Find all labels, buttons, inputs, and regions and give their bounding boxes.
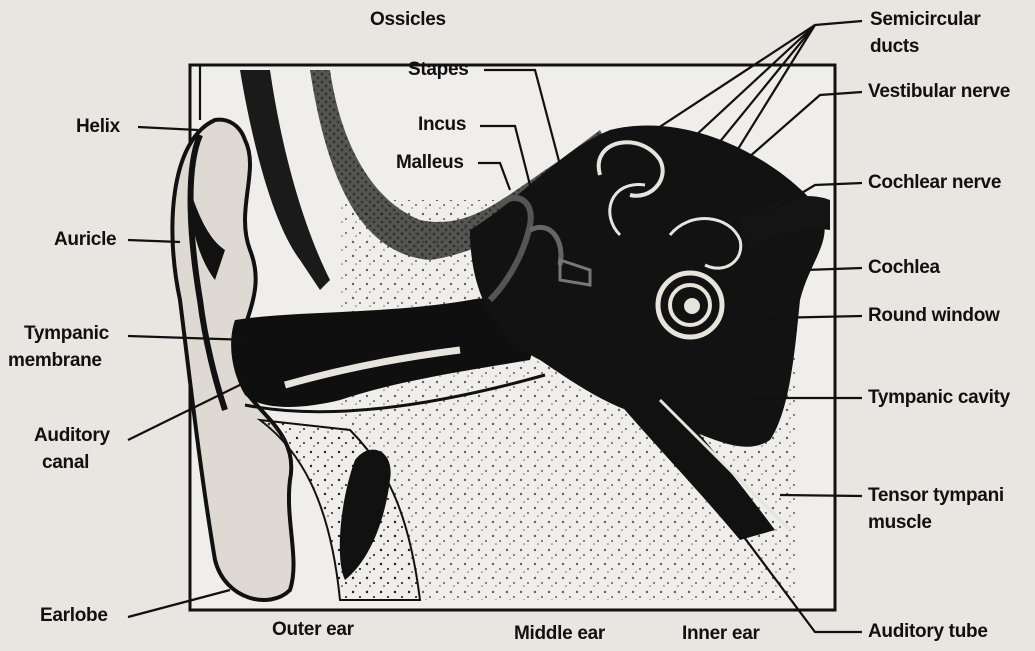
label-tensor-tympani-line1: Tensor tympani: [868, 484, 1004, 508]
label-vestibular-nerve: Vestibular nerve: [868, 80, 1010, 104]
label-semicircular-ducts-line1: Semicircular: [870, 8, 980, 32]
label-auditory-tube: Auditory tube: [868, 620, 988, 644]
label-round-window: Round window: [868, 304, 999, 328]
label-tympanic-membrane-line2: membrane: [8, 349, 102, 373]
label-tensor-tympani-line2: muscle: [868, 511, 932, 535]
label-auditory-canal-line1: Auditory: [34, 424, 110, 448]
label-outer-ear: Outer ear: [272, 618, 354, 642]
label-stapes: Stapes: [408, 58, 469, 82]
cochlea-inner: [684, 298, 700, 314]
label-middle-ear: Middle ear: [514, 622, 605, 646]
label-semicircular-ducts-line2: ducts: [870, 35, 919, 59]
label-tympanic-cavity: Tympanic cavity: [868, 386, 1010, 410]
label-helix: Helix: [76, 115, 120, 139]
label-incus: Incus: [418, 113, 466, 137]
label-auricle: Auricle: [54, 228, 116, 252]
label-cochlea: Cochlea: [868, 256, 940, 280]
label-ossicles: Ossicles: [370, 8, 446, 32]
label-inner-ear: Inner ear: [682, 622, 760, 646]
label-tympanic-membrane-line1: Tympanic: [24, 322, 109, 346]
label-cochlear-nerve: Cochlear nerve: [868, 171, 1001, 195]
leader-tensor-tympani: [780, 495, 862, 496]
label-auditory-canal-line2: canal: [42, 451, 89, 475]
label-malleus: Malleus: [396, 151, 464, 175]
label-earlobe: Earlobe: [40, 604, 108, 628]
